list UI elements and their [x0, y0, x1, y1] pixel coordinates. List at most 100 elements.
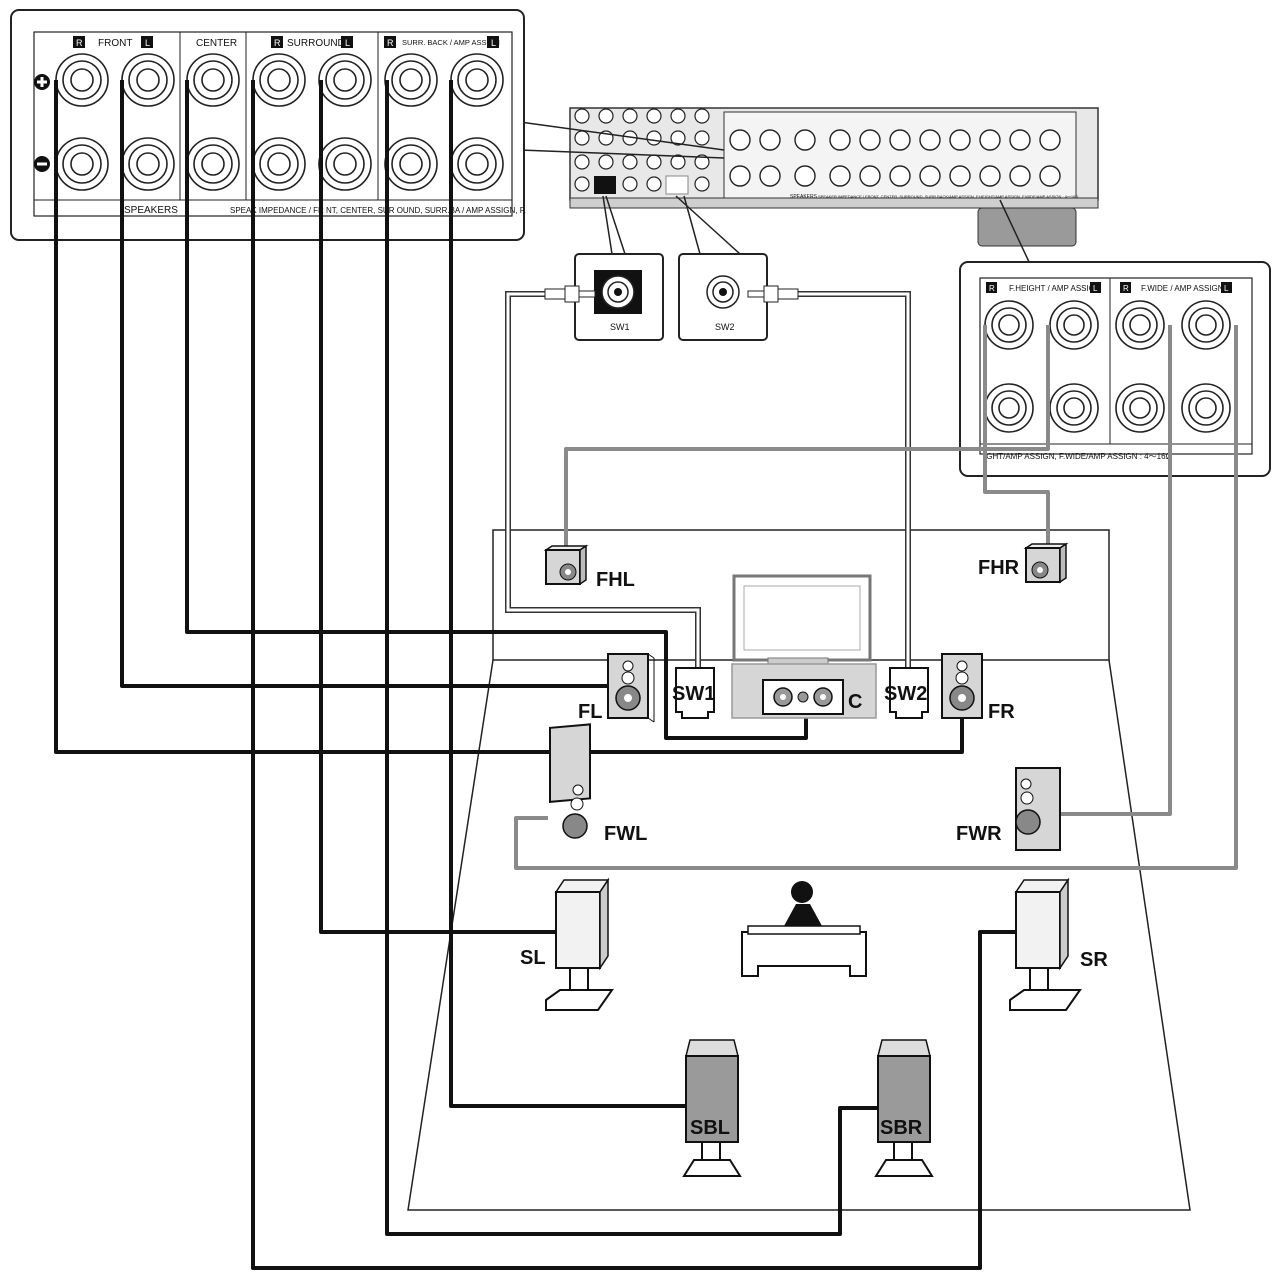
- speaker-sr: SR: [1009, 877, 1108, 1011]
- surround-r-letter: R: [274, 38, 281, 48]
- left-terminal-panel: R FRONT L CENTER R SURROUND L R SURR. BA…: [10, 9, 526, 241]
- cable-fwide-l: [514, 325, 1238, 870]
- minus-icon: [34, 156, 50, 172]
- callout-lines: [519, 121, 1031, 265]
- right-panel-footer: IGHT/AMP ASSIGN, F.WIDE/AMP ASSIGN : 4～1…: [984, 452, 1172, 461]
- speaker-fwl: FWL: [549, 723, 647, 845]
- cable-surrback-r: [385, 80, 880, 1236]
- surrback-l-badge: [487, 36, 499, 48]
- cable-fheight-r: [983, 325, 1050, 546]
- cable-surrback-l: [449, 80, 686, 1108]
- cable-surround-r: [251, 80, 1018, 1270]
- left-panel-terminals: [55, 53, 504, 191]
- terminal-surrback-r-plus: [384, 53, 438, 107]
- speaker-label-sw2: SW2: [884, 683, 927, 705]
- speaker-cables-gray: [514, 325, 1238, 870]
- terminal-surrback-l-plus: [450, 53, 504, 107]
- surrback-header: SURR. BACK / AMP ASSIGN: [402, 38, 500, 47]
- terminal-center-minus: [186, 137, 240, 191]
- cable-fwide-r: [1060, 325, 1172, 816]
- speaker-label-sl: SL: [520, 947, 546, 969]
- receiver-sw2-jack: [665, 175, 689, 195]
- left-panel-footer-impedance: SPEAK IMPEDANCE / FR NT, CENTER, SUR OUN…: [230, 206, 526, 215]
- listener-sofa: [741, 881, 867, 977]
- sw2-jack-label: SW2: [715, 322, 735, 332]
- terminal-surround-l-minus: [318, 137, 372, 191]
- speaker-label-sbr: SBR: [880, 1117, 923, 1139]
- right-panel-terminals: [984, 300, 1231, 433]
- rca-plug-sw1: [544, 285, 596, 303]
- surrback-r-letter: R: [387, 38, 394, 48]
- speaker-fwr: FWR: [956, 767, 1061, 851]
- subwoofer-sw2: SW2: [884, 667, 929, 719]
- speaker-label-sbl: SBL: [690, 1117, 730, 1139]
- fheight-l-letter: L: [1093, 284, 1098, 293]
- front-header: FRONT: [98, 38, 132, 49]
- surround-l-letter: L: [345, 38, 350, 48]
- surrback-l-letter: L: [491, 38, 496, 48]
- speaker-fl: FL: [578, 653, 655, 723]
- sw1-jack-label: SW1: [610, 322, 630, 332]
- speaker-sl: SL: [520, 877, 614, 1011]
- front-r-letter: R: [76, 38, 83, 48]
- cable-front-l: [120, 80, 610, 688]
- receiver-rca-jacks: [574, 108, 710, 192]
- terminal-fwide-l-plus: [1181, 300, 1231, 350]
- terminal-center-plus: [186, 53, 240, 107]
- terminal-front-r-minus: [55, 137, 109, 191]
- terminal-surrback-l-minus: [450, 137, 504, 191]
- speaker-label-c: C: [848, 691, 862, 713]
- fheight-r-letter: R: [989, 284, 995, 293]
- speaker-sbr: SBR: [874, 1039, 934, 1177]
- speaker-cables-black: [54, 80, 1018, 1270]
- front-l-letter: L: [145, 38, 150, 48]
- speaker-label-fhl: FHL: [596, 569, 635, 591]
- terminal-surrback-r-minus: [384, 137, 438, 191]
- terminal-front-l-plus: [121, 53, 175, 107]
- terminal-fheight-l-plus: [1049, 300, 1099, 350]
- terminal-fwide-l-minus: [1181, 383, 1231, 433]
- center-header: CENTER: [196, 38, 237, 49]
- cable-fheight-l: [564, 325, 1050, 548]
- front-l-badge: [141, 36, 153, 48]
- speaker-label-fr: FR: [988, 701, 1015, 723]
- terminal-surround-r-plus: [252, 53, 306, 107]
- speaker-fr: FR: [941, 653, 1015, 723]
- surround-l-badge: [341, 36, 353, 48]
- rca-plug-sw2: [747, 285, 799, 303]
- terminal-surround-r-minus: [252, 137, 306, 191]
- speaker-label-fwl: FWL: [604, 823, 647, 845]
- fwide-header: F.WIDE / AMP ASSIGN: [1141, 284, 1224, 293]
- subwoofer-cables: [505, 285, 911, 668]
- cable-surround-l: [319, 80, 556, 934]
- subwoofer-sw1: SW1: [672, 667, 715, 719]
- terminal-fwide-r-plus: [1115, 300, 1165, 350]
- speaker-label-fhr: FHR: [978, 557, 1020, 579]
- speaker-sbl: SBL: [682, 1039, 742, 1177]
- speaker-label-fl: FL: [578, 701, 602, 723]
- surround-header: SURROUND: [287, 38, 345, 49]
- speaker-label-sr: SR: [1080, 949, 1108, 971]
- terminal-surround-l-plus: [318, 53, 372, 107]
- surrback-r-badge: [384, 36, 396, 48]
- front-r-badge: [73, 36, 85, 48]
- surround-r-badge: [271, 36, 283, 48]
- left-panel-footer-speakers: SPEAKERS: [124, 205, 178, 216]
- terminal-fheight-l-minus: [1049, 383, 1099, 433]
- terminal-fheight-r-plus: [984, 300, 1034, 350]
- plus-icon: [34, 74, 50, 90]
- receiver-sw1-jack: [594, 176, 616, 194]
- tv: [732, 574, 872, 665]
- speaker-center: C: [762, 679, 862, 715]
- terminal-fheight-r-minus: [984, 383, 1034, 433]
- terminal-fwide-r-minus: [1115, 383, 1165, 433]
- cable-front-r: [54, 80, 964, 754]
- receiver-footer-left: SPEAKERS: [790, 194, 818, 200]
- terminal-front-r-plus: [55, 53, 109, 107]
- cable-center: [185, 80, 808, 740]
- receiver-footer-right: SPEAKER IMPEDANCE / FRONT, CENTER, SURRO…: [818, 194, 1078, 199]
- fheight-header: F.HEIGHT / AMP ASSIGN: [1009, 284, 1101, 293]
- terminal-front-l-minus: [121, 137, 175, 191]
- fwide-r-letter: R: [1123, 284, 1129, 293]
